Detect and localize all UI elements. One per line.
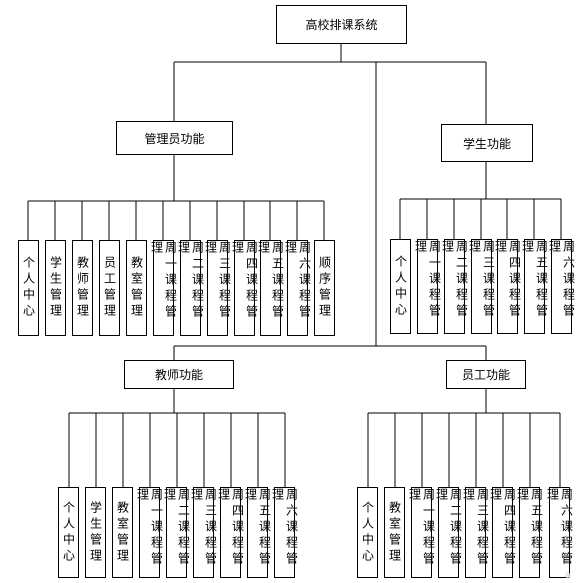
teacher-leaf-label: 学生管理: [88, 500, 103, 565]
admin-leaf: 周五课程管理: [257, 240, 285, 336]
admin-leaf-label: 周一课程管理: [149, 241, 178, 321]
admin-leaf: 学生管理: [45, 240, 66, 336]
teacher-leaf-label: 周一课程管理: [135, 488, 164, 568]
admin-leaf-label: 学生管理: [48, 256, 63, 320]
teacher-leaf-label: 周二课程管理: [162, 488, 191, 568]
admin-leaf: 周三课程管理: [204, 240, 232, 336]
admin-leaf: 周一课程管理: [150, 240, 178, 336]
admin-leaf-label: 周六课程管理: [283, 241, 312, 321]
teacher-leaf: 教室管理: [112, 487, 133, 578]
student-leaf-label: 个人中心: [393, 254, 408, 319]
teacher-leaf: 个人中心: [58, 487, 79, 578]
teacher-leaf: 周五课程管理: [244, 487, 272, 578]
teacher-leaf-label: 周四课程管理: [216, 488, 245, 568]
admin-leaf: 周六课程管理: [284, 240, 312, 336]
admin-node-label: 管理员功能: [144, 131, 205, 146]
staff-leaf: 周四课程管理: [489, 487, 517, 578]
teacher-leaf-label: 周五课程管理: [243, 488, 272, 568]
teacher-leaf: 周一课程管理: [136, 487, 164, 578]
staff-leaf-label: 个人中心: [360, 500, 375, 565]
teacher-leaf-label: 教室管理: [115, 500, 130, 565]
teacher-node: 教师功能: [124, 360, 234, 389]
staff-leaf-label: 周四课程管理: [488, 488, 517, 568]
teacher-leaf-label: 周六课程管理: [270, 488, 299, 568]
student-leaf-label: 周二课程管理: [440, 240, 469, 320]
teacher-leaf-label: 周三课程管理: [189, 488, 218, 568]
staff-leaf: 周六课程管理: [546, 487, 574, 578]
teacher-leaf-label: 个人中心: [61, 500, 76, 565]
teacher-leaf: 学生管理: [85, 487, 106, 578]
admin-leaf: 周四课程管理: [231, 240, 259, 336]
student-leaf: 周四课程管理: [494, 239, 522, 334]
admin-leaf-label: 顺序管理: [317, 256, 332, 320]
student-leaf: 周二课程管理: [441, 239, 469, 334]
student-leaf-label: 周三课程管理: [467, 240, 496, 320]
staff-leaf: 周三课程管理: [462, 487, 490, 578]
student-leaf: 周五课程管理: [521, 239, 549, 334]
staff-leaf: 周二课程管理: [435, 487, 463, 578]
watermark: a: [564, 570, 571, 581]
teacher-node-label: 教师功能: [154, 368, 203, 382]
staff-node-label: 员工功能: [461, 368, 510, 382]
teacher-leaf: 周三课程管理: [190, 487, 218, 578]
student-leaf: 周六课程管理: [548, 239, 576, 334]
staff-node: 员工功能: [446, 360, 526, 389]
admin-leaf: 教室管理: [126, 240, 147, 336]
admin-leaf-label: 周三课程管理: [203, 241, 232, 321]
admin-leaf-label: 个人中心: [21, 256, 36, 320]
admin-leaf-label: 教师管理: [75, 256, 90, 320]
teacher-leaf: 周二课程管理: [163, 487, 191, 578]
teacher-leaf: 周四课程管理: [217, 487, 245, 578]
staff-leaf-label: 周六课程管理: [545, 488, 574, 568]
staff-leaf-label: 周五课程管理: [515, 488, 544, 568]
student-leaf-label: 周一课程管理: [413, 240, 442, 320]
student-leaf-label: 周五课程管理: [520, 240, 549, 320]
admin-node: 管理员功能: [116, 121, 233, 155]
admin-leaf-label: 员工管理: [102, 256, 117, 320]
teacher-leaf: 周六课程管理: [271, 487, 299, 578]
admin-leaf-label: 教室管理: [129, 256, 144, 320]
staff-leaf: 个人中心: [357, 487, 378, 578]
staff-leaf-label: 教室管理: [387, 500, 402, 565]
admin-leaf: 个人中心: [18, 240, 39, 336]
admin-leaf-label: 周二课程管理: [176, 241, 205, 321]
admin-leaf: 教师管理: [72, 240, 93, 336]
admin-leaf: 周二课程管理: [177, 240, 205, 336]
student-node: 学生功能: [441, 124, 533, 162]
staff-leaf: 周一课程管理: [408, 487, 436, 578]
student-leaf-label: 周六课程管理: [547, 240, 576, 320]
admin-leaf: 顺序管理: [314, 240, 335, 336]
student-leaf: 周三课程管理: [468, 239, 496, 334]
root-node-label: 高校排课系统: [305, 18, 378, 32]
student-leaf: 周一课程管理: [414, 239, 442, 334]
admin-leaf: 员工管理: [99, 240, 120, 336]
student-node-label: 学生功能: [462, 136, 511, 151]
root-node: 高校排课系统: [276, 5, 407, 44]
staff-leaf-label: 周三课程管理: [461, 488, 490, 568]
admin-leaf-label: 周四课程管理: [230, 241, 259, 321]
staff-leaf-label: 周一课程管理: [407, 488, 436, 568]
student-leaf-label: 周四课程管理: [493, 240, 522, 320]
student-leaf: 个人中心: [390, 239, 411, 334]
admin-leaf-label: 周五课程管理: [256, 241, 285, 321]
staff-leaf-label: 周二课程管理: [434, 488, 463, 568]
staff-leaf: 教室管理: [384, 487, 405, 578]
staff-leaf: 周五课程管理: [516, 487, 544, 578]
